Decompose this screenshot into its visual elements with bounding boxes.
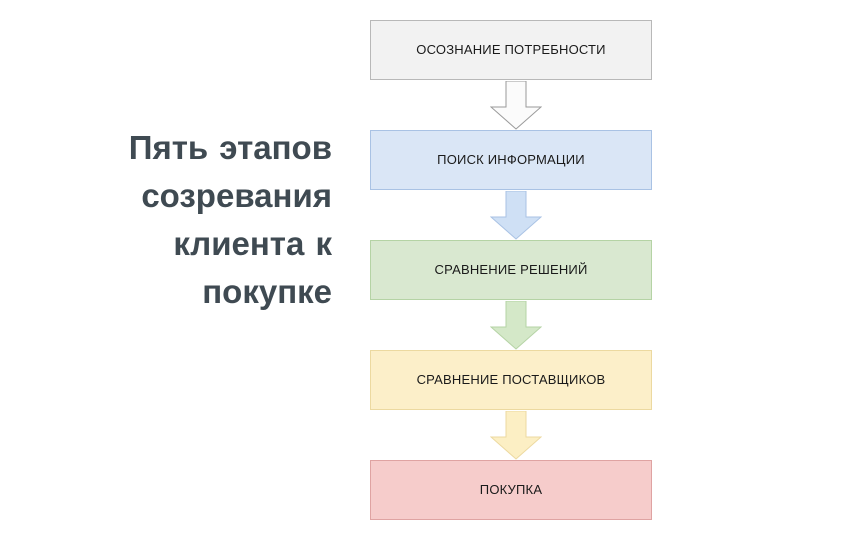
stage-box-solution-comparison[interactable]: СРАВНЕНИЕ РЕШЕНИЙ — [370, 240, 652, 300]
stage-label-solution-comparison: СРАВНЕНИЕ РЕШЕНИЙ — [434, 261, 588, 277]
arrow-down-icon-4 — [490, 411, 542, 460]
stage-label-information-search: ПОИСК ИНФОРМАЦИИ — [437, 151, 585, 167]
stage-label-supplier-comparison: СРАВНЕНИЕ ПОСТАВЩИКОВ — [416, 371, 606, 387]
arrow-down-icon-2 — [490, 191, 542, 240]
stage-box-awareness[interactable]: ОСОЗНАНИЕ ПОТРЕБНОСТИ — [370, 20, 652, 80]
stage-box-information-search[interactable]: ПОИСК ИНФОРМАЦИИ — [370, 130, 652, 190]
arrow-down-icon-3 — [490, 301, 542, 350]
stage-label-awareness: ОСОЗНАНИЕ ПОТРЕБНОСТИ — [416, 41, 606, 57]
stage-box-purchase[interactable]: ПОКУПКА — [370, 460, 652, 520]
flowchart: ОСОЗНАНИЕ ПОТРЕБНОСТИ ПОИСК ИНФОРМАЦИИ С… — [370, 20, 652, 520]
stage-label-purchase: ПОКУПКА — [479, 481, 543, 497]
stage-box-supplier-comparison[interactable]: СРАВНЕНИЕ ПОСТАВЩИКОВ — [370, 350, 652, 410]
arrow-down-icon-1 — [490, 81, 542, 130]
page-title: Пять этапов созревания клиента к покупке — [128, 129, 332, 310]
